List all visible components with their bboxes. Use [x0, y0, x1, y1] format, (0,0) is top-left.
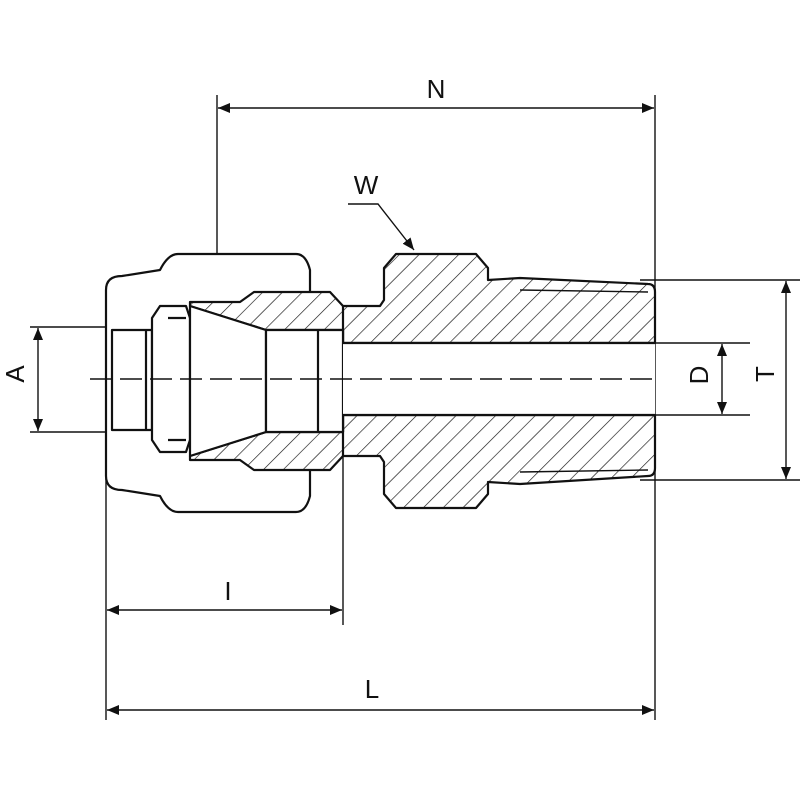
label-W: W: [354, 170, 379, 200]
dimension-A: A: [0, 328, 43, 431]
dimension-I: I: [107, 576, 342, 615]
dimension-T: T: [750, 281, 791, 479]
dimension-W: W: [348, 170, 415, 251]
extension-lines: [30, 95, 800, 720]
dimension-L: L: [107, 674, 654, 715]
ferrules: [150, 304, 345, 458]
label-L: L: [365, 674, 379, 704]
label-N: N: [427, 74, 446, 104]
label-D: D: [684, 366, 714, 385]
dimension-N: N: [218, 74, 654, 113]
label-I: I: [224, 576, 231, 606]
label-A: A: [0, 365, 30, 383]
dimension-D: D: [684, 344, 727, 414]
label-T: T: [750, 366, 780, 382]
